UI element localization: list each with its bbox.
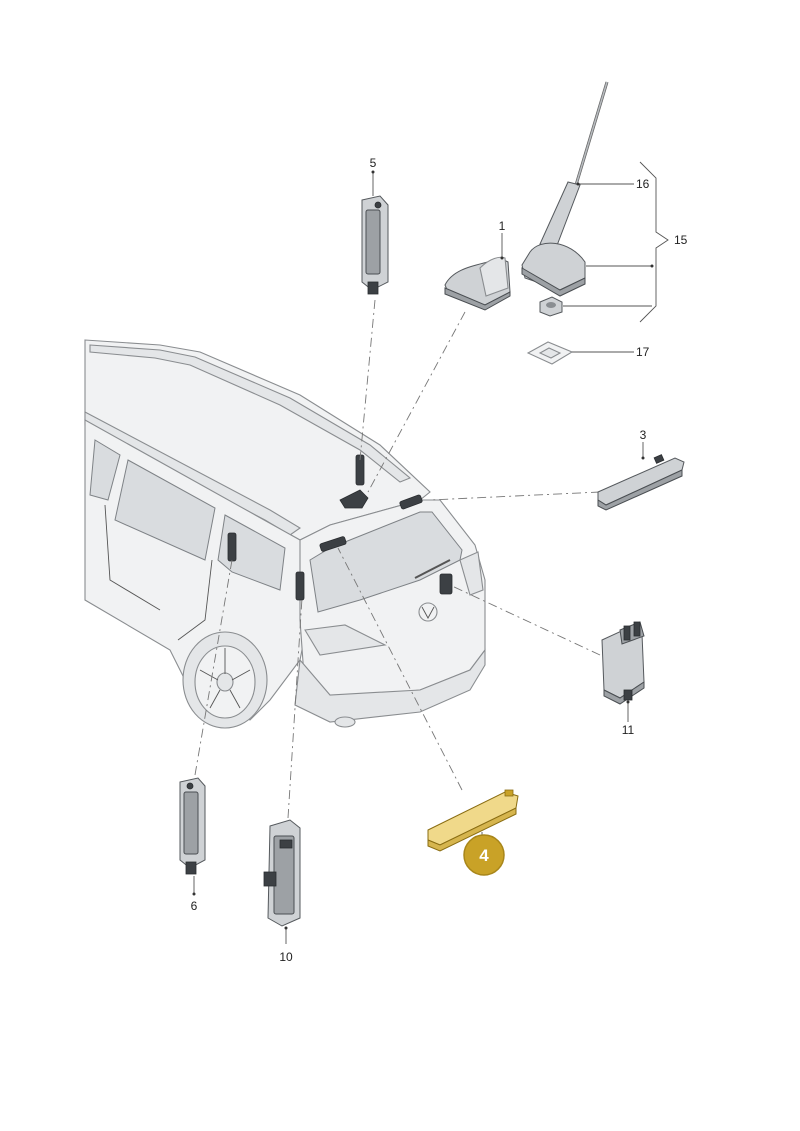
module-3-location-icon xyxy=(399,494,423,510)
callout-15: 15 xyxy=(674,233,688,247)
callout-4: 4 xyxy=(479,846,489,865)
amplifier-module-10 xyxy=(263,819,301,944)
callout-3: 3 xyxy=(640,428,647,442)
highlight-badge xyxy=(463,834,505,876)
module-6-location-icon xyxy=(227,532,237,562)
callout-1: 1 xyxy=(499,219,506,233)
callout-labels: 1 3 4 5 6 10 11 15 16 17 xyxy=(191,156,688,964)
callout-6: 6 xyxy=(191,899,198,913)
module-11-location-icon xyxy=(439,573,453,595)
callout-5: 5 xyxy=(370,156,377,170)
car-illustration xyxy=(84,339,486,729)
module-5-location-icon xyxy=(355,454,365,486)
callout-10: 10 xyxy=(279,950,293,964)
callout-11: 11 xyxy=(622,723,635,737)
shark-fin-antenna-1 xyxy=(444,233,511,311)
rod-antenna-assembly xyxy=(521,81,669,365)
module-10-location-icon xyxy=(295,571,305,601)
shark-fin-mount-icon xyxy=(339,489,369,509)
antenna-module-5 xyxy=(361,170,389,295)
callout-16: 16 xyxy=(636,177,650,191)
antenna-module-4-highlighted xyxy=(427,789,519,876)
location-lines xyxy=(194,299,601,819)
antenna-module-3 xyxy=(597,442,685,511)
module-4-location-icon xyxy=(319,536,347,552)
amplifier-module-11 xyxy=(601,621,645,722)
antenna-module-6 xyxy=(179,777,206,896)
callout-17: 17 xyxy=(636,345,650,359)
